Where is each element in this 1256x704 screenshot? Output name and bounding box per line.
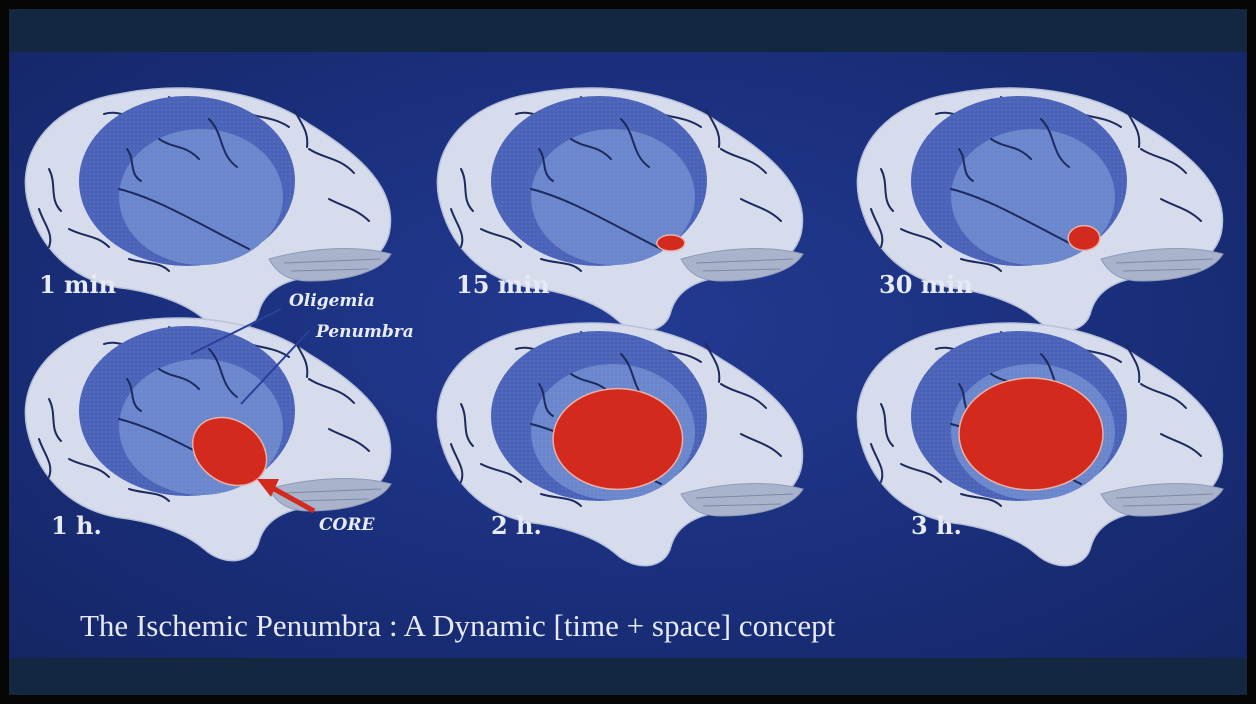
penumbra-diagram: 1 min 15 min 30 min 1 h. 2 h. 3 h. Olige… [9, 9, 1247, 695]
time-label-2h: 2 h. [491, 511, 542, 540]
slide-caption: The Ischemic Penumbra : A Dynamic [time … [80, 608, 836, 643]
slide: 1 min 15 min 30 min 1 h. 2 h. 3 h. Olige… [9, 9, 1247, 695]
time-label-1min: 1 min [39, 270, 116, 299]
oligemia-label: Oligemia [289, 291, 375, 311]
time-label-3h: 3 h. [911, 511, 962, 540]
time-label-30min: 30 min [879, 270, 973, 299]
penumbra-label: Penumbra [315, 322, 414, 342]
core-label: CORE [319, 515, 375, 535]
ischemic-core [553, 389, 683, 490]
ischemic-core [657, 235, 685, 251]
time-label-1h: 1 h. [51, 511, 102, 540]
time-label-15min: 15 min [456, 270, 550, 299]
ischemic-core [1068, 226, 1100, 251]
ischemic-core [959, 378, 1103, 490]
